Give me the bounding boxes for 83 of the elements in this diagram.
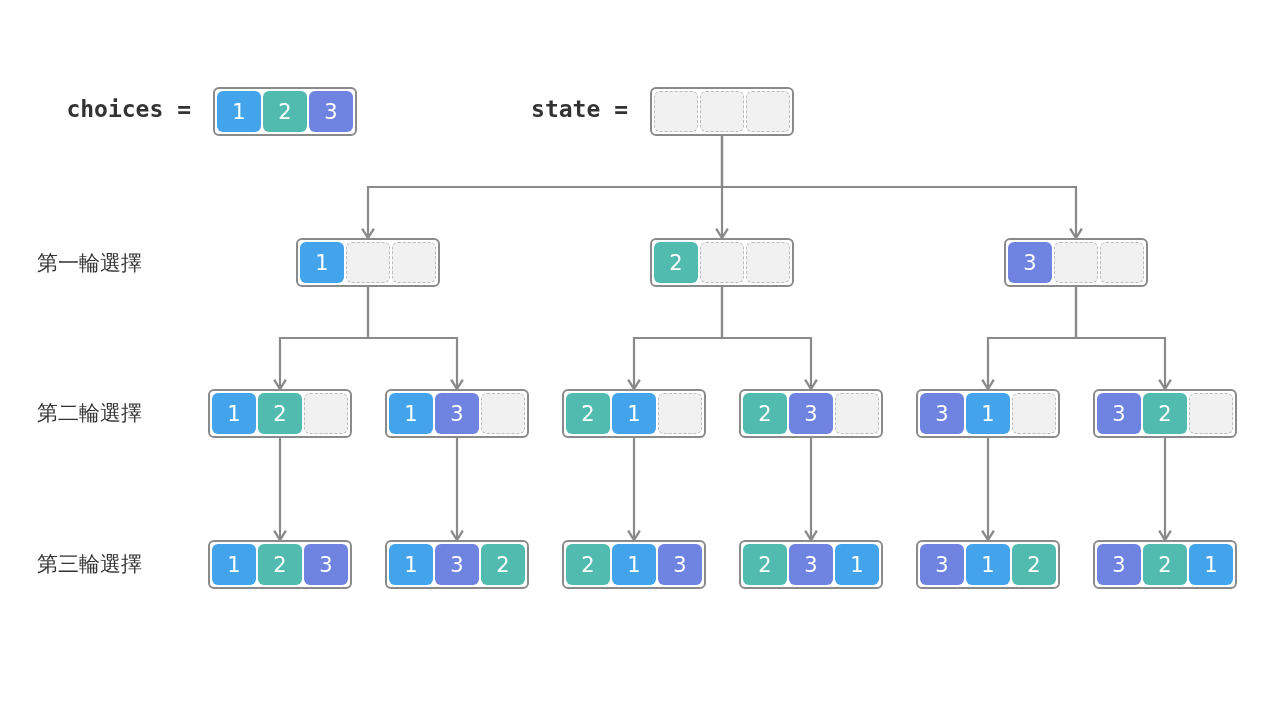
array-cell: 3 — [435, 544, 479, 585]
array-cell: 1 — [389, 544, 433, 585]
array-cell: 2 — [1143, 393, 1187, 434]
array-frame — [208, 389, 352, 438]
array-cell: 1 — [217, 91, 261, 132]
round-label: 第二輪選擇 — [37, 400, 142, 427]
array-frame — [385, 389, 529, 438]
array-cell: 1 — [212, 544, 256, 585]
array-frame — [213, 87, 357, 136]
array-cell: 3 — [789, 393, 833, 434]
empty-slot — [658, 393, 702, 434]
empty-slot — [1189, 393, 1233, 434]
array-frame — [650, 87, 794, 136]
arrow — [627, 438, 641, 542]
array-frame — [562, 389, 706, 438]
array-cell: 2 — [258, 544, 302, 585]
arrow — [366, 287, 464, 391]
array-cell: 3 — [658, 544, 702, 585]
array-frame — [916, 540, 1060, 589]
array-frame — [650, 238, 794, 287]
empty-slot — [835, 393, 879, 434]
array-cell: 1 — [612, 393, 656, 434]
array-frame — [1004, 238, 1148, 287]
empty-slot — [481, 393, 525, 434]
variable-label: choices = — [66, 96, 191, 122]
empty-slot — [1054, 242, 1098, 283]
arrow — [720, 287, 818, 391]
array-frame — [1093, 389, 1237, 438]
arrow — [1074, 287, 1172, 391]
array-cell: 1 — [966, 544, 1010, 585]
array-cell: 2 — [743, 393, 787, 434]
array-cell: 3 — [920, 544, 964, 585]
arrow — [720, 136, 1083, 240]
empty-slot — [1100, 242, 1144, 283]
array-cell: 2 — [654, 242, 698, 283]
round-label: 第一輪選擇 — [37, 250, 142, 277]
arrow — [981, 438, 995, 542]
array-cell: 2 — [263, 91, 307, 132]
empty-slot — [746, 242, 790, 283]
array-frame — [562, 540, 706, 589]
arrow — [1158, 438, 1172, 542]
array-cell: 3 — [1097, 393, 1141, 434]
empty-slot — [346, 242, 390, 283]
empty-slot — [1012, 393, 1056, 434]
array-cell: 2 — [258, 393, 302, 434]
array-frame — [385, 540, 529, 589]
empty-slot — [392, 242, 436, 283]
arrow — [273, 438, 287, 542]
array-cell: 1 — [835, 544, 879, 585]
array-cell: 1 — [1189, 544, 1233, 585]
array-cell: 1 — [612, 544, 656, 585]
array-frame — [1093, 540, 1237, 589]
array-cell: 2 — [1012, 544, 1056, 585]
array-frame — [296, 238, 440, 287]
arrow — [450, 438, 464, 542]
array-cell: 3 — [920, 393, 964, 434]
array-frame — [208, 540, 352, 589]
array-cell: 3 — [309, 91, 353, 132]
array-frame — [739, 540, 883, 589]
array-cell: 3 — [435, 393, 479, 434]
array-cell: 2 — [743, 544, 787, 585]
variable-label: state = — [531, 96, 628, 122]
array-cell: 2 — [566, 544, 610, 585]
array-cell: 1 — [300, 242, 344, 283]
array-cell: 2 — [1143, 544, 1187, 585]
arrow — [804, 438, 818, 542]
empty-slot — [304, 393, 348, 434]
empty-slot — [654, 91, 698, 132]
array-cell: 2 — [566, 393, 610, 434]
array-cell: 1 — [966, 393, 1010, 434]
array-cell: 1 — [212, 393, 256, 434]
empty-slot — [700, 91, 744, 132]
array-cell: 2 — [481, 544, 525, 585]
round-label: 第三輪選擇 — [37, 551, 142, 578]
array-cell: 1 — [389, 393, 433, 434]
empty-slot — [700, 242, 744, 283]
array-cell: 3 — [304, 544, 348, 585]
array-frame — [916, 389, 1060, 438]
array-frame — [739, 389, 883, 438]
array-cell: 3 — [1008, 242, 1052, 283]
array-cell: 3 — [1097, 544, 1141, 585]
empty-slot — [746, 91, 790, 132]
array-cell: 3 — [789, 544, 833, 585]
